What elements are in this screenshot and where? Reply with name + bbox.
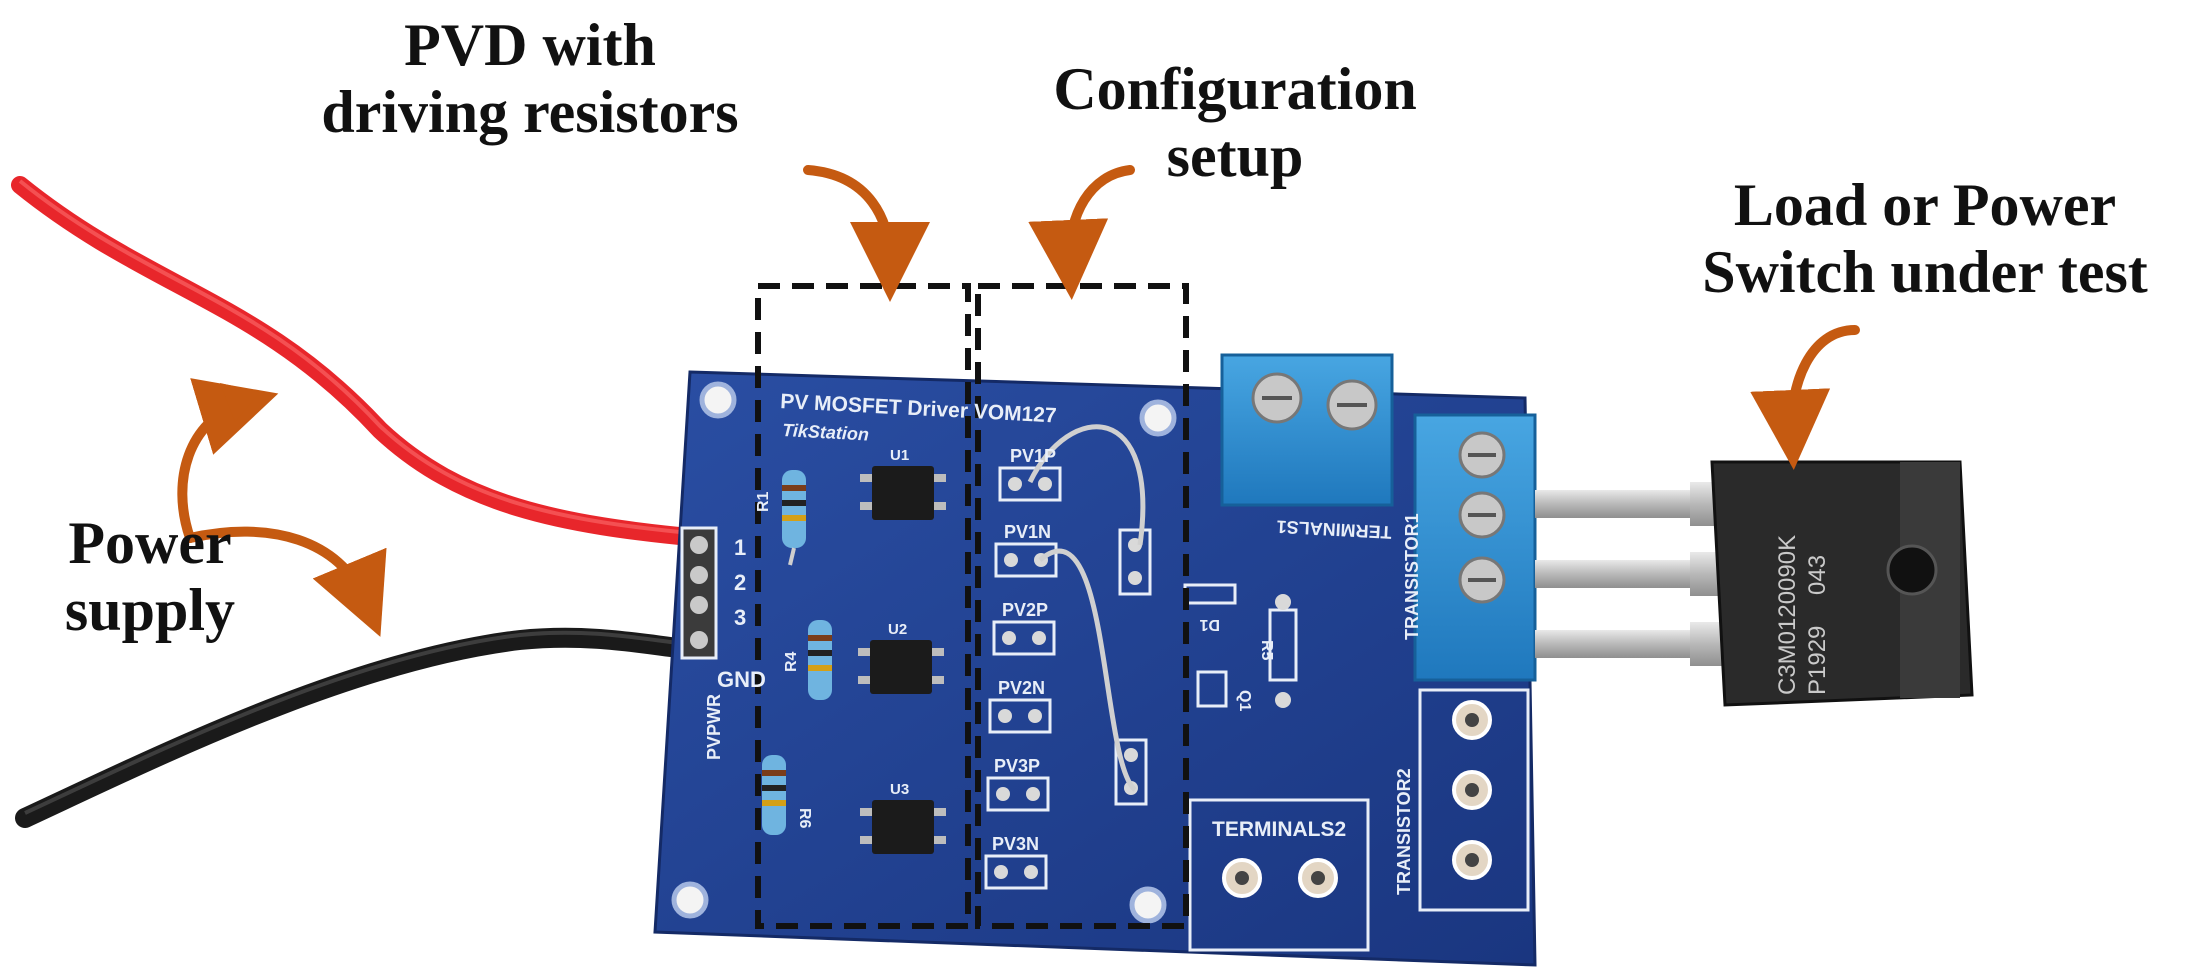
board-header-pv1p: PV1P [1010,446,1056,466]
board-header-pv1n: PV1N [1004,522,1051,542]
power-wires [11,176,710,828]
load-label-line1: Load or Power [1733,172,2117,238]
config-arrow [1028,165,1135,300]
load-label-line2: Switch under test [1702,239,2148,306]
mount-hole [1139,399,1177,437]
board-pvpwr: PVPWR [704,694,724,760]
transistor-q1 [1196,670,1228,708]
board-header-pv3p: PV3P [994,756,1040,776]
terminal-block-1 [1220,353,1394,507]
board-pin-1: 1 [734,535,746,560]
transistor-marking-line2: P1929 [1804,626,1831,695]
config-label-line1: Configuration [1053,56,1417,122]
transistor-marking-line1: C3M0120090K [1774,535,1801,695]
board-r5: R5 [1258,640,1275,661]
mount-hole [699,381,737,419]
resistor-r4 [808,620,832,700]
mount-hole [671,881,709,919]
board-gnd: GND [717,667,766,692]
mounting-hole [1886,544,1938,596]
pvd-arrow [803,165,930,302]
board-r1: R1 [755,491,772,512]
board-d1: D1 [1199,616,1220,633]
board-header-pv3n: PV3N [992,834,1039,854]
pv-header-pads [984,466,1152,890]
board-header-pv2p: PV2P [1002,600,1048,620]
board-pin-2: 2 [734,570,746,595]
terminal-block-2 [1413,413,1537,682]
pvd-label: PVD with driving resistors [250,12,810,146]
resistor-r6 [762,755,786,835]
config-label-line2: setup [1166,123,1304,190]
board-u3: U3 [890,781,909,798]
load-arrow [1750,325,1860,470]
board-header-pv2n: PV2N [998,678,1045,698]
power-supply-label-line2: supply [64,577,236,644]
transistor2-outline [1418,688,1530,912]
power-arrow-down [185,526,387,637]
board-terminals2: TERMINALS2 [1212,818,1346,841]
mount-hole [1129,886,1167,924]
pcb-board [653,370,1537,967]
board-u2: U2 [888,621,907,638]
power-transistor [1535,460,1974,707]
ic-u2 [858,640,944,694]
board-r4: R4 [783,651,800,672]
board-brand: TikStation [782,420,870,445]
transistor-marking-line3: 043 [1804,555,1831,595]
power-supply-label: Power supply [20,510,280,644]
transistor-marking: C3M0120090K P1929 043 [1774,535,1831,695]
board-q1: Q1 [1236,690,1253,711]
red-wire [11,176,709,547]
board-transistor1: TRANSISTOR1 [1402,513,1422,640]
jumper-wire [1038,548,1137,792]
pvd-label-line1: PVD with [404,12,656,78]
board-u1: U1 [890,447,909,464]
ic-u3 [860,800,946,854]
annotation-arrows [177,165,1860,637]
board-pin-3: 3 [734,605,746,630]
resistor-r1 [782,470,806,566]
load-label: Load or Power Switch under test [1640,172,2210,306]
board-transistor2: TRANSISTOR2 [1394,768,1414,895]
black-wire [15,627,710,828]
power-supply-label-line1: Power [68,510,232,576]
jumper-wire [1027,424,1146,546]
board-r6: R6 [796,808,813,829]
pvd-label-line2: driving resistors [321,79,739,146]
config-label: Configuration setup [1000,56,1470,190]
terminals2-outline [1188,798,1370,952]
ic-u1 [860,466,946,520]
power-arrow-up [177,378,279,543]
